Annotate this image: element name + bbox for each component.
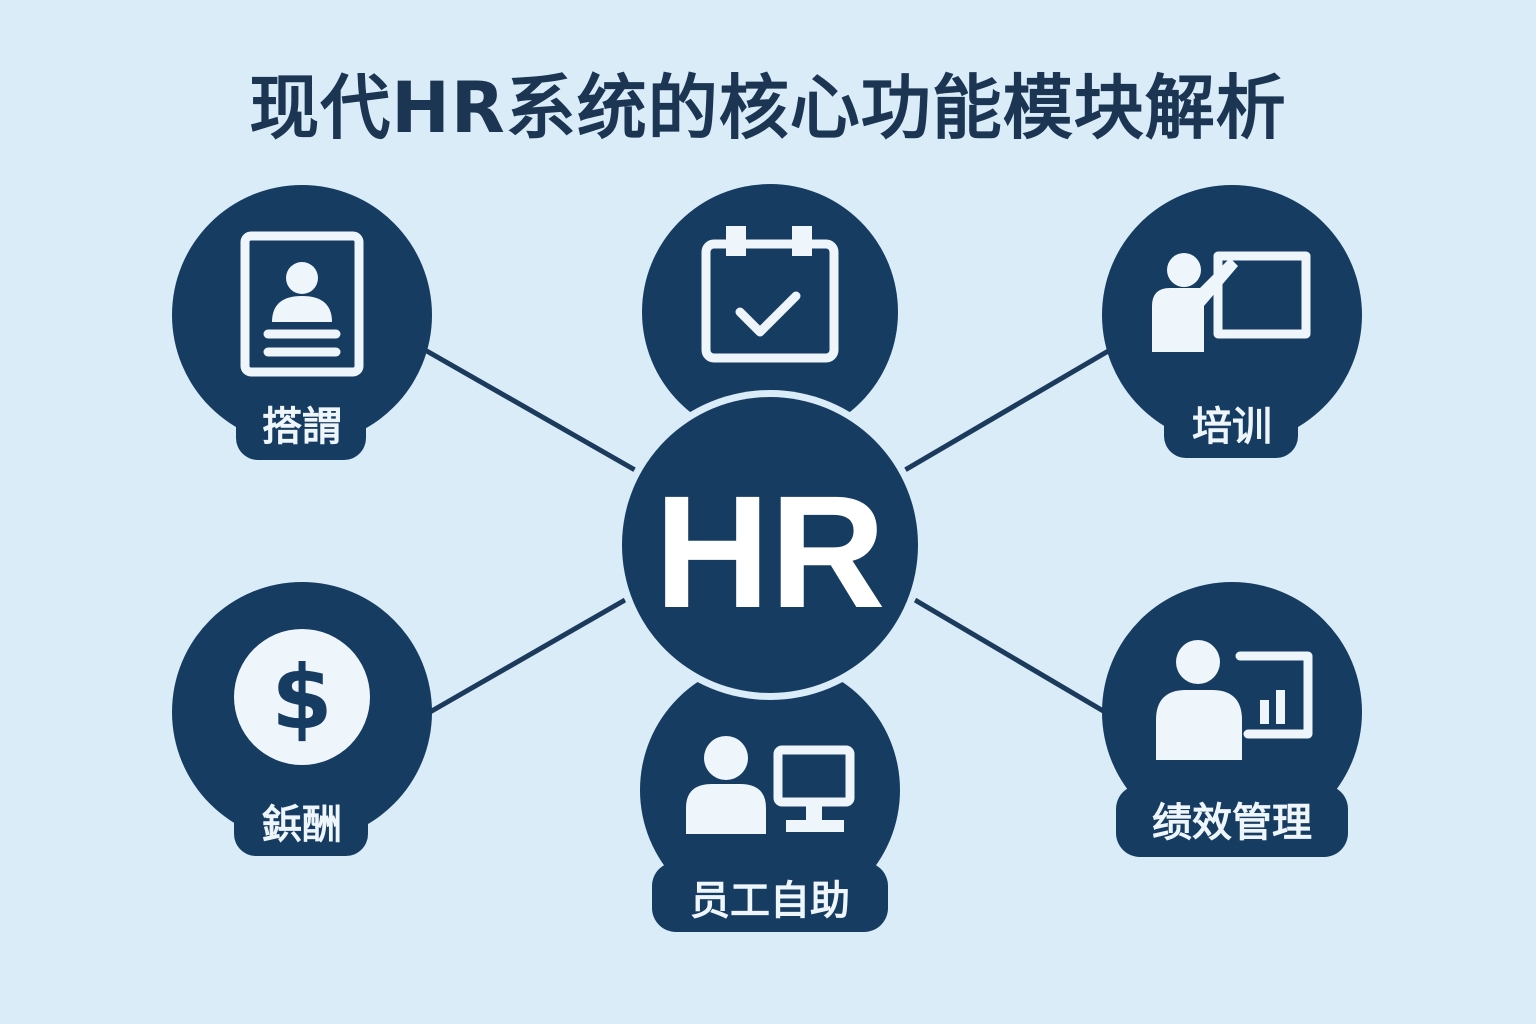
connector-performance bbox=[913, 597, 1107, 715]
svg-text:$: $ bbox=[271, 646, 332, 749]
module-recruiting[interactable]: 搭謂 bbox=[172, 185, 432, 460]
dollar-coin-icon: $ bbox=[234, 629, 370, 765]
connector-training bbox=[903, 347, 1112, 473]
connectors bbox=[423, 347, 1112, 715]
module-label: 培训 bbox=[1192, 404, 1272, 450]
hr-label: HR bbox=[654, 462, 885, 641]
hr-hub[interactable]: HR bbox=[615, 390, 925, 700]
user-chart-icon bbox=[1156, 640, 1313, 760]
resume-profile-icon bbox=[240, 231, 364, 377]
module-attendance[interactable] bbox=[642, 184, 898, 440]
module-employee-self-service[interactable]: 员工自助 bbox=[640, 660, 900, 932]
connector-compensation bbox=[428, 597, 627, 715]
module-performance[interactable]: 绩效管理 bbox=[1102, 582, 1362, 857]
page-title: 现代HR系统的核心功能模块解析 bbox=[249, 67, 1287, 149]
module-label: 绩效管理 bbox=[1152, 800, 1312, 846]
connector-recruiting bbox=[423, 347, 637, 473]
calendar-check-icon bbox=[701, 226, 839, 363]
module-label: 搭謂 bbox=[262, 404, 342, 450]
module-compensation[interactable]: $ 鋲酬 bbox=[172, 582, 432, 856]
module-label: 员工自助 bbox=[690, 878, 850, 924]
teacher-board-icon bbox=[1152, 251, 1311, 352]
user-computer-icon bbox=[686, 736, 855, 834]
module-label: 鋲酬 bbox=[262, 802, 342, 848]
module-training[interactable]: 培训 bbox=[1102, 185, 1362, 458]
